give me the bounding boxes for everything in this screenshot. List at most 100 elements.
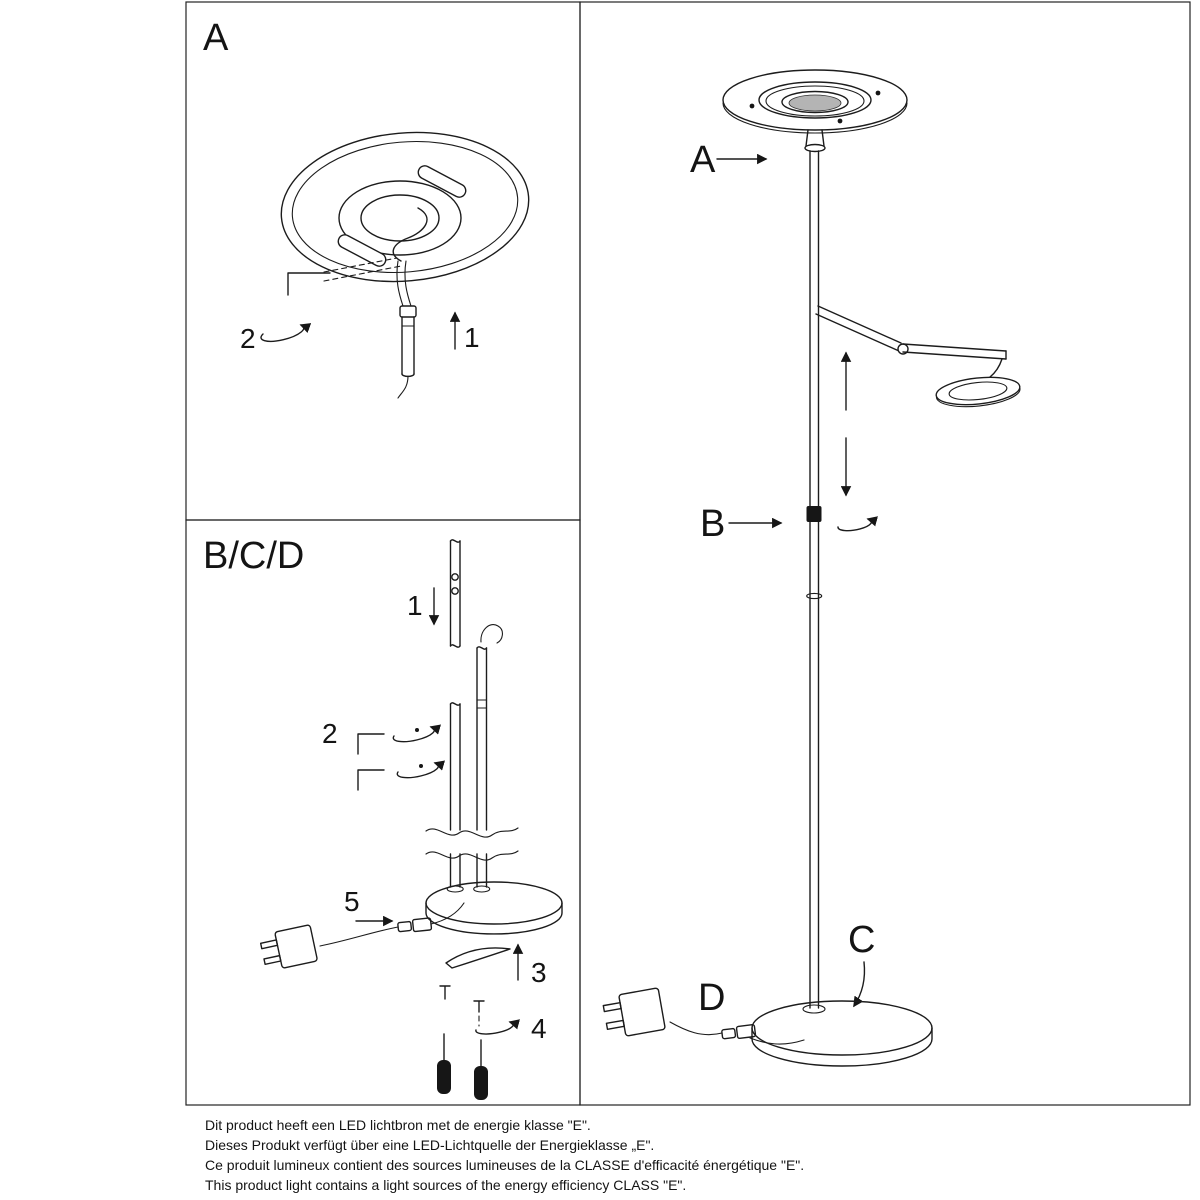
rotate-arrow-icon: [392, 724, 442, 743]
cut-mark: [449, 539, 461, 543]
adapter-prong: [602, 1001, 622, 1013]
step-1-number: 1: [464, 322, 480, 353]
inserted-pole-piece: [449, 702, 461, 888]
top-shade: [722, 69, 908, 134]
cable-strand: [404, 260, 412, 307]
step-3-number: 3: [531, 957, 547, 988]
reading-head-outer: [935, 376, 1021, 406]
adapter-body: [274, 924, 318, 969]
main-pole: [806, 150, 823, 1009]
step-5-number: 5: [344, 886, 360, 917]
break-wave: [425, 850, 519, 861]
screw-dot: [419, 764, 423, 768]
connector-plug: [721, 1027, 737, 1040]
main-pole-piece: [476, 624, 503, 888]
dimmer-button-icon: [451, 573, 459, 581]
break-lines: [425, 827, 519, 861]
guide-bracket: [357, 733, 385, 755]
screwdriver-bit-1: [437, 1033, 451, 1094]
height-clamp-knob: [806, 506, 822, 522]
base-top: [425, 881, 563, 925]
spring-clip-icon: [417, 165, 467, 198]
base-top: [751, 1000, 933, 1056]
step-2-number: 2: [240, 323, 256, 354]
footer-line-en: This product light contains a light sour…: [205, 1177, 686, 1193]
screw-and-turn-marks: [439, 985, 520, 1035]
cable-connector-small: [397, 917, 433, 933]
cable-line: [319, 926, 399, 947]
rotate-arrow-icon: [475, 1019, 520, 1035]
cut-mark: [476, 646, 488, 650]
guide-bracket: [287, 272, 331, 296]
led-module: [781, 90, 849, 114]
adapter-prong: [263, 954, 282, 966]
panel-a-title: A: [203, 17, 229, 59]
mount-ring-outer: [338, 180, 462, 256]
break-wave: [425, 827, 519, 838]
pointer-arrow-c: [853, 961, 866, 1008]
pole-collar: [806, 592, 823, 600]
overview-label-a: A: [690, 139, 716, 181]
arm-forearm: [902, 343, 1007, 360]
screw-dot: [749, 103, 755, 109]
cable-tail: [397, 375, 409, 399]
step-4-number: 4: [531, 1013, 547, 1044]
shade-inner-rim: [291, 140, 519, 274]
head-stem: [989, 358, 1003, 378]
cut-mark: [449, 702, 461, 706]
stem-collar: [804, 143, 826, 153]
small-base: [425, 881, 563, 935]
lamp-head-underside-drawing: [280, 131, 530, 307]
guide-dashed-line: [323, 265, 402, 282]
overview-label-d: D: [698, 977, 725, 1019]
alignment-guides: [287, 257, 402, 296]
overview-label-b: B: [700, 503, 725, 545]
screwdriver-bit-2: [474, 1039, 488, 1100]
cable-line: [669, 1021, 723, 1036]
adapter-prong: [259, 939, 279, 950]
shade-stem: [804, 129, 826, 153]
rotate-arrow-icon: [260, 323, 312, 343]
base-side: [751, 1027, 933, 1067]
step-2-number: 2: [322, 718, 338, 749]
cable-curve: [392, 207, 428, 262]
floor-base: [751, 1000, 933, 1067]
wedge-piece: [445, 947, 511, 969]
panel-a: A 2 1: [203, 17, 530, 399]
overview-label-c: C: [848, 919, 875, 961]
footer-line-de: Dieses Produkt verfügt über eine LED-Lic…: [205, 1137, 654, 1153]
dimmer-button-icon: [451, 587, 459, 595]
panel-bcd-title: B/C/D: [203, 535, 304, 577]
adapter-body: [618, 987, 666, 1037]
shade-outer: [722, 69, 908, 131]
reading-head-thickness: [935, 388, 1021, 408]
arm-upper: [815, 305, 902, 352]
panel-frames: [185, 1, 1191, 1106]
shade-ring-inner: [765, 85, 865, 117]
connector-plug: [397, 920, 413, 933]
set-screw-marks: [357, 724, 446, 791]
cable-strand: [396, 260, 404, 307]
screwdriver-handle: [474, 1066, 488, 1100]
panel-overview: A B C: [602, 69, 1021, 1067]
step-1-number: 1: [407, 590, 423, 621]
shade-ring-outer: [758, 81, 872, 119]
screwdriver-handle: [437, 1060, 451, 1094]
pole-collar: [446, 885, 464, 893]
screw-icon: [439, 985, 451, 1000]
swing-arm: [815, 305, 1021, 408]
footer-line-nl: Dit product heeft een LED lichtbron met …: [205, 1117, 591, 1133]
guide-dashed-line: [323, 257, 398, 273]
screw-dot: [415, 728, 419, 732]
power-adapter-small: [259, 924, 318, 969]
rotate-arrow-icon: [837, 516, 878, 532]
cable-line: [749, 1037, 805, 1045]
footer-notes: Dit product heeft een LED lichtbron met …: [205, 1117, 804, 1193]
panel-bcd: B/C/D 1: [203, 535, 563, 1100]
reading-head-inner: [948, 381, 1008, 401]
cable-hook: [480, 624, 503, 644]
panel-bcd-border: [185, 519, 581, 1106]
mount-ring-inner: [360, 194, 440, 242]
